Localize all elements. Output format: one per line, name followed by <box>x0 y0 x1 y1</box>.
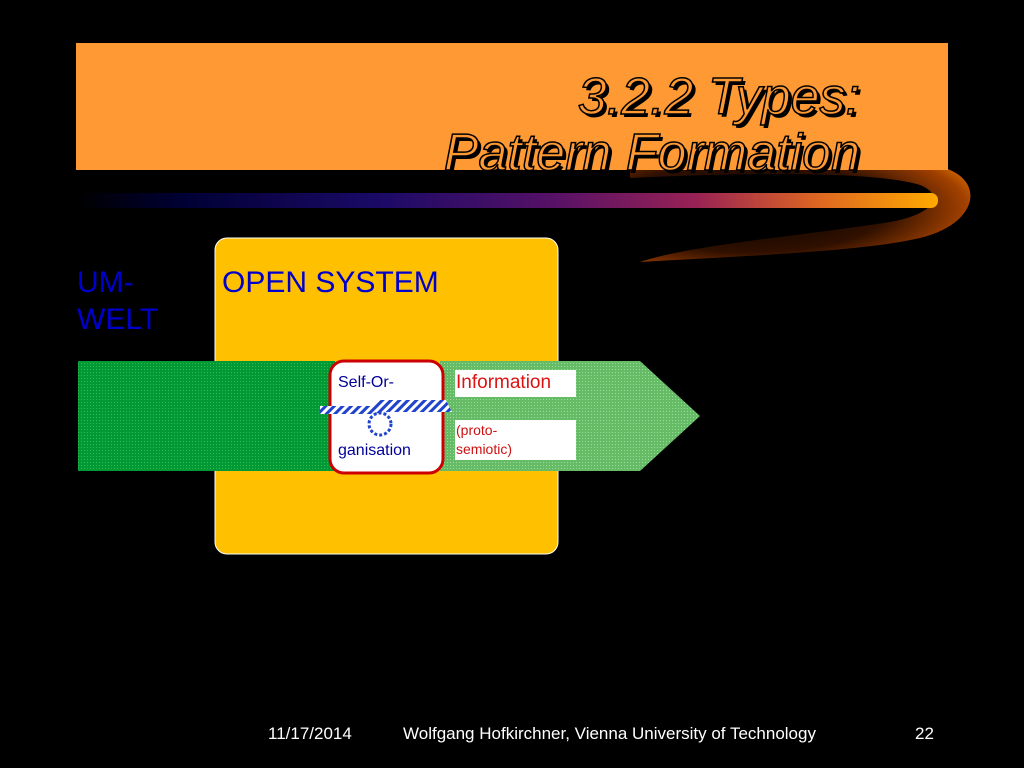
umwelt-line-1: UM- <box>77 266 134 299</box>
proto-semiotic-label: (proto- semiotic) <box>456 421 512 459</box>
title-line-2: Pattern Formation <box>443 124 861 182</box>
footer-author: Wolfgang Hofkirchner, Vienna University … <box>403 724 816 743</box>
self-organisation-label-bottom: ganisation <box>338 442 411 459</box>
information-box <box>455 370 576 397</box>
proto-line-1: (proto- <box>456 422 498 438</box>
hatched-flow-band <box>320 400 452 414</box>
open-system-label: OPEN SYSTEM <box>222 266 439 299</box>
umwelt-band <box>78 361 335 471</box>
self-organisation-box <box>328 359 445 475</box>
feedback-loop <box>367 411 393 437</box>
proto-semiotic-box <box>455 420 576 460</box>
gradient-bar <box>76 193 938 208</box>
title-line-1: 3.2.2 Types: <box>577 68 861 126</box>
umwelt-label: UM- WELT <box>77 264 158 338</box>
footer-date: 11/17/2014 <box>268 724 352 743</box>
slide-title: 3.2.2 Types: Pattern Formation <box>443 68 861 182</box>
self-organisation-label-top: Self-Or- <box>338 374 394 391</box>
swoosh-shape <box>630 153 971 262</box>
title-bar: 3.2.2 Types: Pattern Formation <box>76 43 948 182</box>
footer-page-number: 22 <box>915 724 934 743</box>
information-label: Information <box>456 372 552 393</box>
umwelt-line-2: WELT <box>77 303 159 336</box>
proto-line-2: semiotic) <box>456 441 513 457</box>
